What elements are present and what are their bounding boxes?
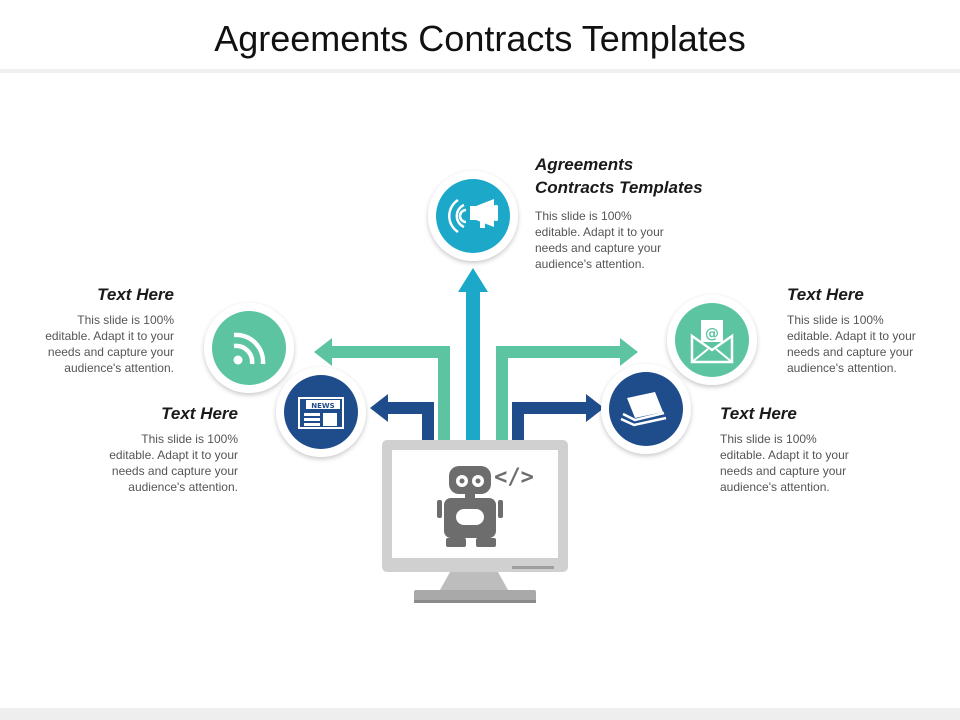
text-block-top-body: This slide is 100% editable. Adapt it to… [535, 208, 735, 272]
body-line: needs and capture your [535, 241, 662, 255]
monitor-indicator [512, 566, 554, 569]
text-block-lower-right: Text Here This slide is 100% editable. A… [720, 402, 880, 495]
robot-monitor-icon: </> [437, 465, 534, 547]
body-line: editable. Adapt it to your [45, 329, 174, 343]
rss-icon [233, 332, 266, 365]
body-line: audience's attention. [128, 480, 238, 494]
body-line: editable. Adapt it to your [109, 448, 238, 462]
body-line: This slide is 100% [787, 313, 884, 327]
documents-icon [620, 392, 667, 427]
heading-line-2: Contracts Templates [535, 178, 703, 197]
body-line: audience's attention. [787, 361, 897, 375]
body-line: audience's attention. [720, 480, 830, 494]
monitor-stand [414, 590, 536, 602]
arrow-up-head [458, 268, 488, 292]
text-block-lower-right-body: This slide is 100% editable. Adapt it to… [720, 431, 880, 495]
monitor: </> [382, 440, 568, 603]
text-block-lower-left-body: This slide is 100% editable. Adapt it to… [78, 431, 238, 495]
arrow-lower-left-head [370, 394, 388, 422]
arrow-upper-left [330, 346, 450, 440]
body-line: needs and capture your [111, 464, 238, 478]
body-line: needs and capture your [787, 345, 914, 359]
node-top [428, 171, 518, 261]
arrow-lower-right [512, 402, 588, 440]
arrow-upper-right-head [620, 338, 638, 366]
newspaper-icon-label: NEWS [311, 402, 334, 410]
node-upper-right: @ [667, 295, 757, 385]
code-glyph: </> [494, 465, 534, 490]
body-line: This slide is 100% [141, 432, 238, 446]
text-block-upper-left: Text Here This slide is 100% editable. A… [14, 283, 174, 376]
text-block-lower-left: Text Here This slide is 100% editable. A… [78, 402, 238, 495]
body-line: audience's attention. [64, 361, 174, 375]
arrow-lower-right-head [586, 394, 604, 422]
text-block-upper-right-body: This slide is 100% editable. Adapt it to… [787, 312, 947, 376]
text-block-top: Agreements Contracts Templates This slid… [535, 153, 735, 272]
email-icon: @ [690, 320, 734, 364]
text-block-top-heading: Agreements Contracts Templates [535, 153, 735, 199]
svg-text:@: @ [705, 326, 719, 342]
monitor-stand-edge [414, 600, 536, 603]
arrow-up-shaft [466, 288, 480, 440]
text-block-lower-right-heading: Text Here [720, 404, 797, 423]
text-block-upper-right-heading: Text Here [787, 285, 864, 304]
body-line: needs and capture your [47, 345, 174, 359]
monitor-neck [440, 572, 508, 590]
heading-line-1: Agreements [535, 155, 634, 174]
arrow-upper-left-head [314, 338, 332, 366]
newspaper-icon: NEWS [298, 397, 344, 429]
body-line: needs and capture your [720, 464, 847, 478]
text-block-upper-left-body: This slide is 100% editable. Adapt it to… [14, 312, 174, 376]
text-block-lower-left-heading: Text Here [161, 404, 238, 423]
title-divider [0, 69, 960, 73]
body-line: editable. Adapt it to your [535, 225, 664, 239]
arrow-lower-left [386, 402, 434, 440]
node-lower-right [601, 364, 691, 454]
body-line: editable. Adapt it to your [720, 448, 849, 462]
bottom-strip [0, 708, 960, 720]
node-lower-left: NEWS [276, 367, 366, 457]
text-block-upper-right: Text Here This slide is 100% editable. A… [787, 283, 947, 376]
body-line: editable. Adapt it to your [787, 329, 916, 343]
node-upper-left [204, 303, 294, 393]
body-line: audience's attention. [535, 257, 645, 271]
arrows [314, 268, 638, 440]
body-line: This slide is 100% [77, 313, 174, 327]
body-line: This slide is 100% [720, 432, 817, 446]
body-line: This slide is 100% [535, 209, 632, 223]
megaphone-icon [448, 198, 498, 234]
arrow-upper-right [496, 346, 622, 440]
text-block-upper-left-heading: Text Here [97, 285, 174, 304]
page-title: Agreements Contracts Templates [214, 18, 746, 59]
